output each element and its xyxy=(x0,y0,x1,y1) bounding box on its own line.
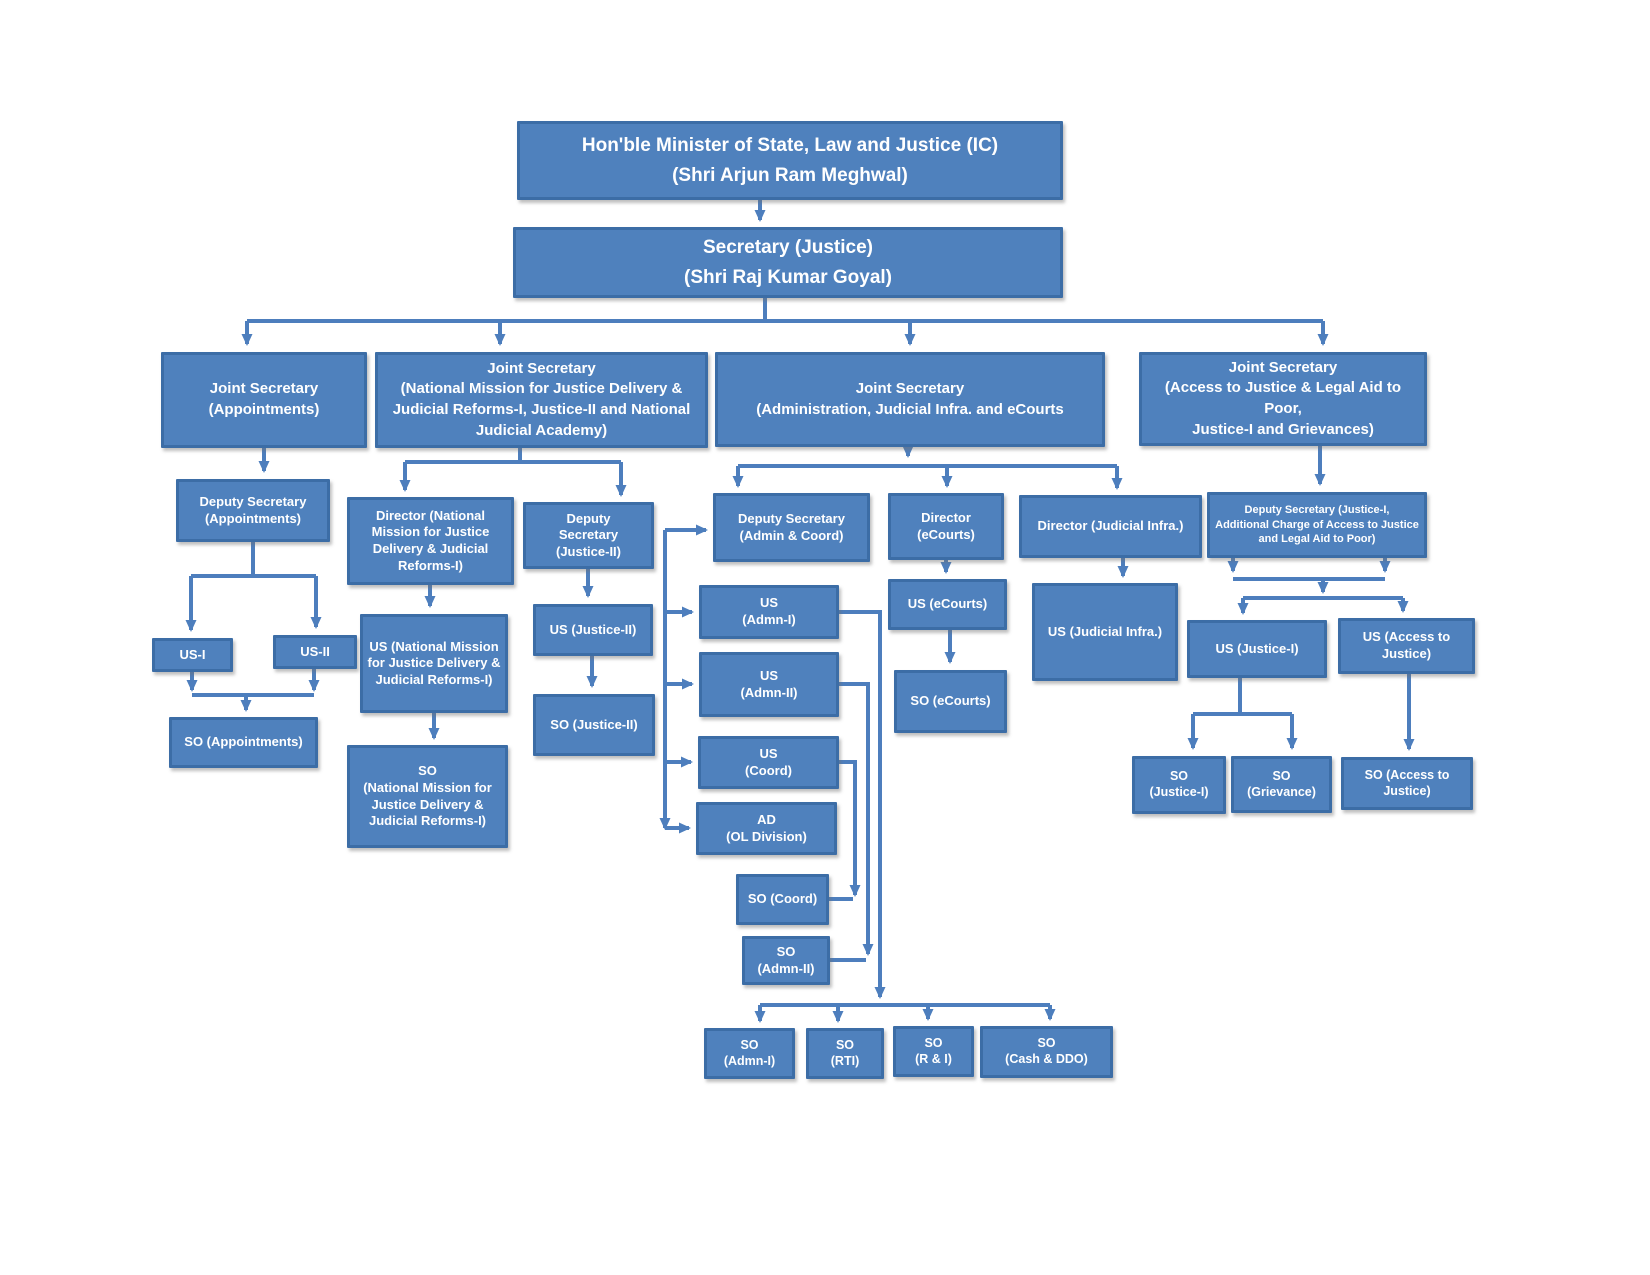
node-so-ri: SO (R & I) xyxy=(893,1026,974,1077)
node-so-rti: SO (RTI) xyxy=(806,1028,884,1079)
node-us-coord: US (Coord) xyxy=(698,736,839,789)
node-ds-justice2: Deputy Secretary (Justice-II) xyxy=(523,502,654,569)
node-so-justice1: SO (Justice-I) xyxy=(1132,756,1226,814)
node-ds-appointments: Deputy Secretary (Appointments) xyxy=(176,479,330,542)
node-js-appointments: Joint Secretary (Appointments) xyxy=(161,352,367,448)
node-so-justice2: SO (Justice-II) xyxy=(533,694,655,756)
connectors-access-branch xyxy=(1187,446,1415,751)
connectors-national-mission-branch xyxy=(399,448,627,740)
node-director-ji: Director (Judicial Infra.) xyxy=(1019,495,1202,558)
connectors-admin-branch xyxy=(659,446,1129,1023)
node-js-admin: Joint Secretary (Administration, Judicia… xyxy=(715,352,1105,447)
node-us-ecourts: US (eCourts) xyxy=(888,579,1007,630)
node-ds-justice1: Deputy Secretary (Justice-I, Additional … xyxy=(1207,492,1427,558)
connectors-top-level xyxy=(241,200,1329,346)
node-us-justice2: US (Justice-II) xyxy=(533,604,653,656)
node-minister: Hon'ble Minister of State, Law and Justi… xyxy=(517,121,1063,200)
node-so-access-justice: SO (Access to Justice) xyxy=(1341,757,1473,810)
node-us-admn1: US (Admn-I) xyxy=(699,585,839,639)
node-js-national-mission: Joint Secretary (National Mission for Ju… xyxy=(375,352,708,448)
node-so-admn2: SO (Admn-II) xyxy=(742,936,830,985)
node-so-cash-ddo: SO (Cash & DDO) xyxy=(980,1026,1113,1078)
node-us-access-justice: US (Access to Justice) xyxy=(1338,618,1475,674)
node-so-coord: SO (Coord) xyxy=(736,874,829,925)
node-director-ecourts: Director (eCourts) xyxy=(888,493,1004,560)
node-so-ecourts: SO (eCourts) xyxy=(894,670,1007,733)
node-secretary: Secretary (Justice) (Shri Raj Kumar Goya… xyxy=(513,227,1063,298)
node-so-grievance: SO (Grievance) xyxy=(1231,756,1332,813)
node-us-admn2: US (Admn-II) xyxy=(699,652,839,717)
node-so-nm: SO (National Mission for Justice Deliver… xyxy=(347,745,508,848)
node-so-appointments: SO (Appointments) xyxy=(169,717,318,768)
node-so-admn1: SO (Admn-I) xyxy=(704,1028,795,1079)
node-us2: US-II xyxy=(273,635,357,669)
node-us1: US-I xyxy=(152,638,233,672)
node-us-ji: US (Judicial Infra.) xyxy=(1032,583,1178,681)
node-director-nm: Director (National Mission for Justice D… xyxy=(347,497,514,585)
node-ad-ol-division: AD (OL Division) xyxy=(696,802,837,855)
node-ds-admin-coord: Deputy Secretary (Admin & Coord) xyxy=(713,493,870,562)
connectors-appointments-branch xyxy=(185,448,322,712)
node-us-nm: US (National Mission for Justice Deliver… xyxy=(360,614,508,713)
node-js-access: Joint Secretary (Access to Justice & Leg… xyxy=(1139,352,1427,446)
node-us-justice1: US (Justice-I) xyxy=(1187,620,1327,678)
